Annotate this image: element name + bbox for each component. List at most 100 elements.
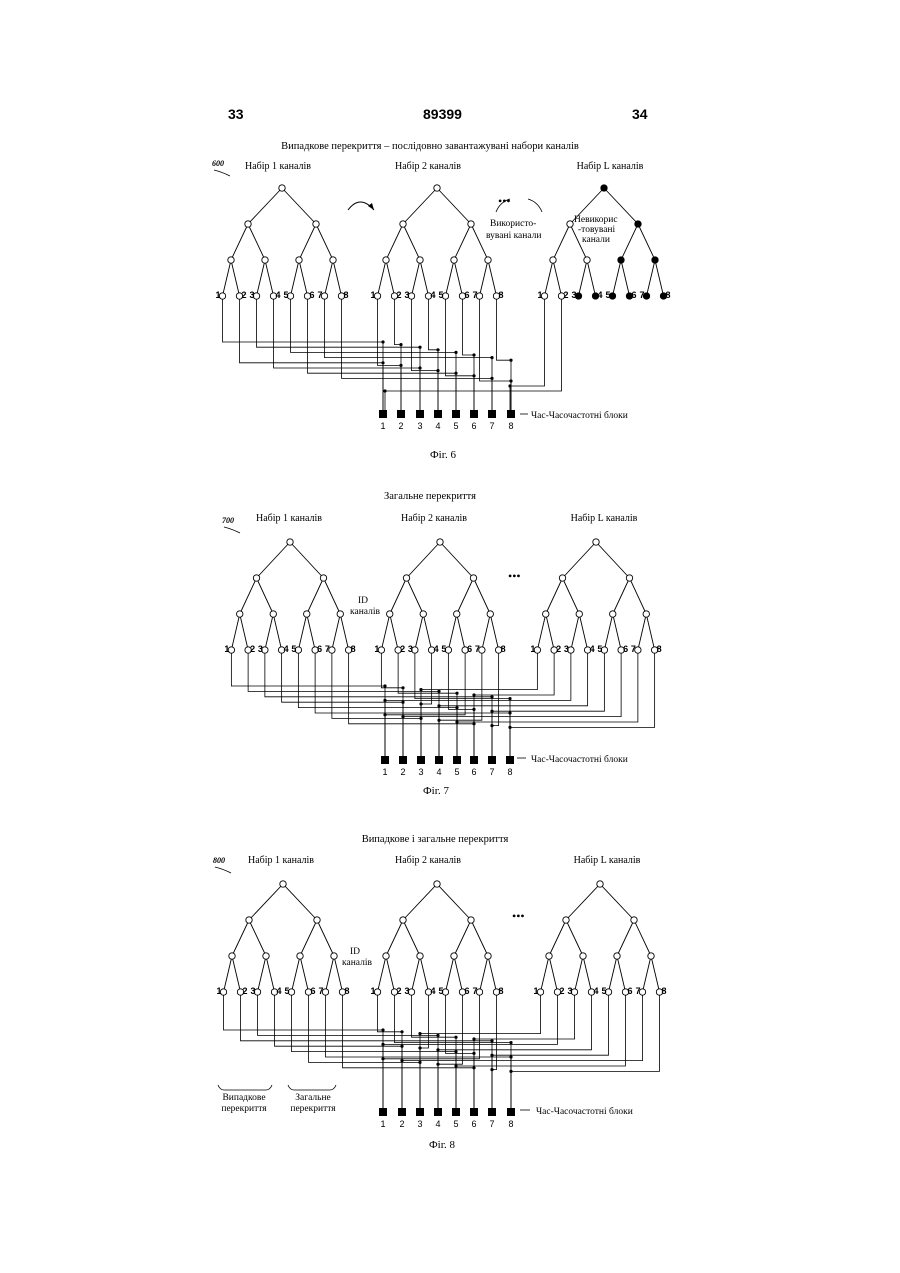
fig7-tree-edge — [307, 614, 315, 650]
fig6-tree-edge — [454, 260, 463, 296]
fig7-tree-edge — [407, 542, 441, 578]
fig6-tree-edge — [638, 224, 655, 260]
fig7-tree-edge — [265, 614, 273, 650]
fig7-tree-edge — [290, 542, 324, 578]
fig6-wire — [308, 299, 457, 410]
fig6-tree-edge — [231, 260, 240, 296]
fig6-leaf-number: 6 — [465, 290, 470, 300]
fig8-wire — [474, 995, 575, 1108]
fig7-wire-junction — [455, 720, 458, 723]
fig6-wire — [274, 299, 421, 410]
fig6-leaf-number: 4 — [431, 290, 436, 300]
fig6-unused-label-line2: -товувані — [578, 225, 616, 235]
fig6-wire — [412, 299, 439, 410]
fig6-wire-junction — [509, 379, 512, 382]
fig8-tree-node — [246, 917, 252, 923]
fig6-tree-edge — [333, 260, 342, 296]
fig8-tree-node — [597, 881, 603, 887]
fig8-tree-node — [229, 953, 235, 959]
fig8-tree-edge — [609, 956, 618, 992]
fig6-tree-edge — [553, 260, 562, 296]
fig7-leaf-number: 7 — [475, 644, 480, 654]
fig7-id-label-line2: каналів — [350, 607, 380, 617]
fig6-leaf-number: 5 — [284, 290, 289, 300]
fig8-wire-junction — [436, 1034, 439, 1037]
fig6-leaf-number: 2 — [242, 290, 247, 300]
fig6-tree-edge — [386, 224, 403, 260]
fig6-wire-junction — [381, 361, 384, 364]
fig7-wire-junction — [472, 693, 475, 696]
fig8-tree-edge — [403, 920, 420, 956]
fig6-wire — [480, 299, 512, 410]
fig8-tree-edge — [446, 956, 455, 992]
fig6-block-number: 8 — [508, 421, 513, 431]
fig6-leaf-number: 2 — [564, 290, 569, 300]
fig7-tree-edge — [407, 578, 424, 614]
fig7-wire-junction — [490, 695, 493, 698]
fig6-unused-label-line3: канали — [582, 235, 610, 245]
fig7-block-number: 3 — [418, 767, 423, 777]
fig7-leaf-number: 5 — [597, 644, 602, 654]
fig8-tree-edge — [617, 956, 626, 992]
fig6-wire — [446, 299, 475, 410]
fig8-random-label-line1: Випадкове — [222, 1093, 265, 1103]
fig7-block — [506, 756, 514, 764]
fig8-tree-node — [417, 953, 423, 959]
fig8-tree-edge — [412, 956, 421, 992]
fig7-leaf-number: 2 — [556, 644, 561, 654]
fig7-wire-junction — [419, 717, 422, 720]
fig6-leaf-number: 5 — [606, 290, 611, 300]
fig8-wire-junction — [436, 1063, 439, 1066]
fig6-tree-node — [584, 257, 590, 263]
fig8-block-number: 6 — [471, 1119, 476, 1129]
fig6-tree-edge — [647, 260, 656, 296]
fig8-tree-edge — [258, 956, 267, 992]
fig6-leaf-number: 8 — [344, 290, 349, 300]
fig6-wire — [257, 299, 421, 410]
fig6-block — [470, 410, 478, 418]
fig8-tree-node — [546, 953, 552, 959]
fig6-leaf-number: 8 — [666, 290, 671, 300]
fig7-wire-junction — [508, 711, 511, 714]
fig8-tree-edge — [378, 956, 387, 992]
fig8-block — [488, 1108, 496, 1116]
fig8-wire-junction — [509, 1070, 512, 1073]
fig8-tree-node — [563, 917, 569, 923]
fig6-leaf-number: 1 — [216, 290, 221, 300]
fig8-setL-label: Набір L каналів — [574, 855, 641, 866]
fig6-tree-edge — [621, 260, 630, 296]
fig7-block — [488, 756, 496, 764]
fig6-tree-edge — [403, 188, 437, 224]
fig6-wire — [291, 299, 457, 410]
fig6-tree-edge — [437, 188, 471, 224]
fig6-wire — [342, 299, 493, 410]
fig8-block — [507, 1108, 515, 1116]
fig6-tree-node — [468, 221, 474, 227]
fig7-tree-node — [387, 611, 393, 617]
fig7-block — [453, 756, 461, 764]
fig7-leaf-number: 3 — [258, 644, 263, 654]
fig8-block — [398, 1108, 406, 1116]
fig6-tree-edge — [257, 260, 266, 296]
fig8-tree-edge — [454, 956, 463, 992]
fig7-tree-edge — [457, 578, 474, 614]
fig8-leaf-number: 2 — [243, 986, 248, 996]
fig7-tree-node — [270, 611, 276, 617]
fig8-leaf-number: 6 — [628, 986, 633, 996]
fig7-block-number: 6 — [471, 767, 476, 777]
fig8-leaf-number: 3 — [251, 986, 256, 996]
fig8-tree-edge — [454, 920, 471, 956]
fig7-wire — [248, 653, 439, 756]
fig6-tree-edge — [316, 224, 333, 260]
fig7-leaf-number: 1 — [224, 644, 229, 654]
fig6-tree-edge — [378, 260, 387, 296]
fig8-tree-node — [580, 953, 586, 959]
fig8-set1-label: Набір 1 каналів — [248, 855, 314, 866]
fig7-wire-junction — [508, 697, 511, 700]
fig6-tree-node — [567, 221, 573, 227]
fig6-wire-junction — [472, 353, 475, 356]
fig7-leaf-number: 4 — [590, 644, 595, 654]
fig7-tree-edge — [390, 578, 407, 614]
fig6-tree-edge — [325, 260, 334, 296]
fig8-wire-junction — [418, 1046, 421, 1049]
